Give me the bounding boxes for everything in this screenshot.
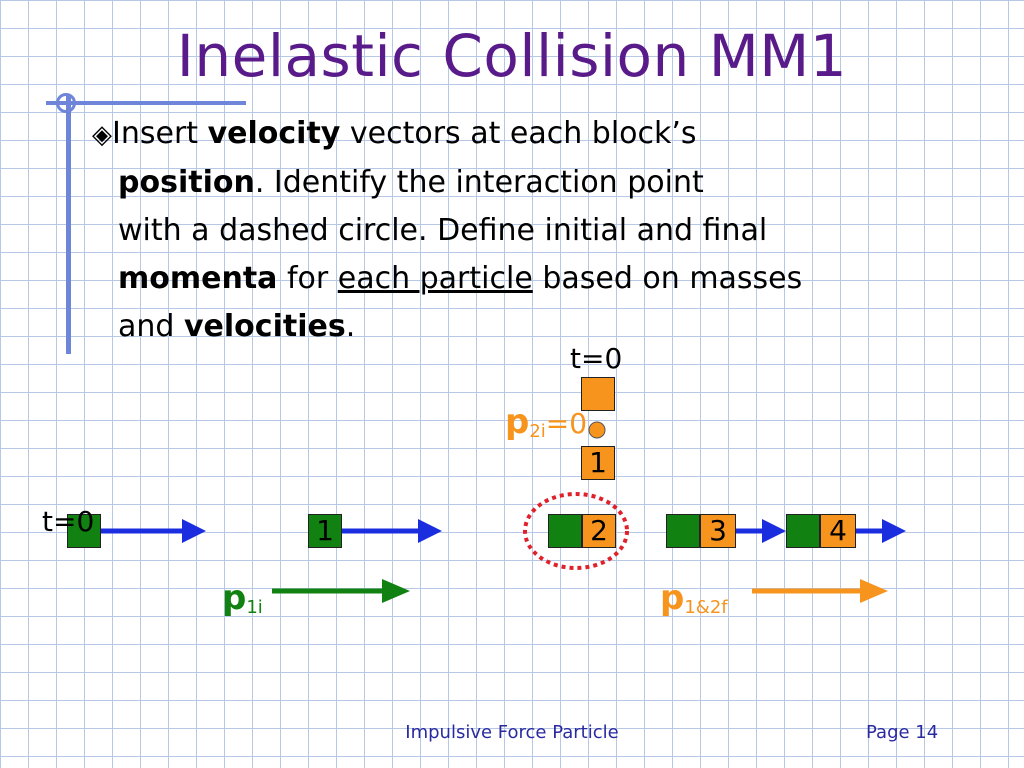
text: . (345, 309, 356, 344)
page-number: Page 14 (866, 722, 939, 743)
text: based on masses (532, 261, 803, 296)
footer-title: Impulsive Force Particle (405, 722, 619, 743)
block-label: 3 (709, 514, 727, 547)
text-bold: position (118, 165, 255, 200)
interaction-point-dashed-circle (523, 492, 629, 570)
momentum-symbol: p (222, 578, 247, 618)
text: vectors at each block’s (340, 116, 697, 151)
text-bold: velocities (183, 309, 346, 344)
text-bold: momenta (118, 261, 278, 296)
text: and (118, 309, 184, 344)
velocity-arrow-icon (100, 519, 206, 543)
bullet-line-3: with a dashed circle. Define initial and… (92, 207, 932, 255)
block-label: 1 (316, 514, 334, 547)
text-bold: velocity (207, 116, 341, 151)
text: for (277, 261, 338, 296)
momentum-label-p1i: p1i (222, 578, 263, 618)
momentum-arrow-p12f-icon (752, 579, 888, 603)
bullet-paragraph: ◈Insert velocity vectors at each block’s… (92, 110, 932, 351)
block-label: 4 (829, 514, 847, 547)
accent-ring-icon (56, 93, 76, 113)
momentum-subscript: 1&2f (684, 597, 728, 619)
diamond-bullet-icon: ◈ (92, 120, 112, 150)
bullet-line-2: position. Identify the interaction point (92, 159, 932, 207)
block-1-vertical: 1 (581, 446, 615, 480)
block-green-3 (666, 514, 700, 548)
block-green-collision (548, 514, 582, 548)
text: with a dashed circle. Define initial and… (118, 213, 768, 248)
bullet-line-1: ◈Insert velocity vectors at each block’s (92, 110, 932, 159)
momentum-symbol: p (660, 578, 685, 618)
particle-dot-icon (588, 421, 606, 439)
block-label: 2 (590, 514, 608, 547)
text-underlined: each particle (337, 261, 533, 296)
velocity-arrow-icon (736, 519, 786, 543)
text: Insert (112, 116, 208, 151)
velocity-arrow-icon (856, 519, 906, 543)
block-1: 1 (308, 514, 342, 548)
block-4: 4 (820, 514, 856, 548)
block-label: 1 (589, 446, 607, 479)
momentum-arrow-p1i-icon (272, 579, 410, 603)
block-green-4 (786, 514, 820, 548)
bullet-line-4: momenta for each particle based on masse… (92, 255, 932, 303)
accent-horizontal-line (46, 101, 246, 105)
block-3: 3 (700, 514, 736, 548)
momentum-label-p2i: p2i=0 (505, 402, 587, 442)
block-2: 2 (582, 514, 616, 548)
momentum-equals: =0 (545, 407, 588, 440)
momentum-subscript: 2i (529, 421, 546, 443)
bullet-line-5: and velocities. (92, 303, 932, 351)
block-green-start (67, 514, 101, 548)
momentum-label-p12f: p1&2f (660, 578, 728, 618)
momentum-symbol: p (505, 402, 530, 442)
time-label-left: t=0 (42, 505, 95, 538)
text: . Identify the interaction point (254, 165, 704, 200)
momentum-subscript: 1i (246, 597, 263, 619)
block-orange-top (581, 377, 615, 411)
accent-vertical-line (66, 96, 71, 354)
slide-title: Inelastic Collision MM1 (176, 22, 848, 90)
time-label-top: t=0 (570, 342, 623, 375)
velocity-arrow-icon (342, 519, 442, 543)
